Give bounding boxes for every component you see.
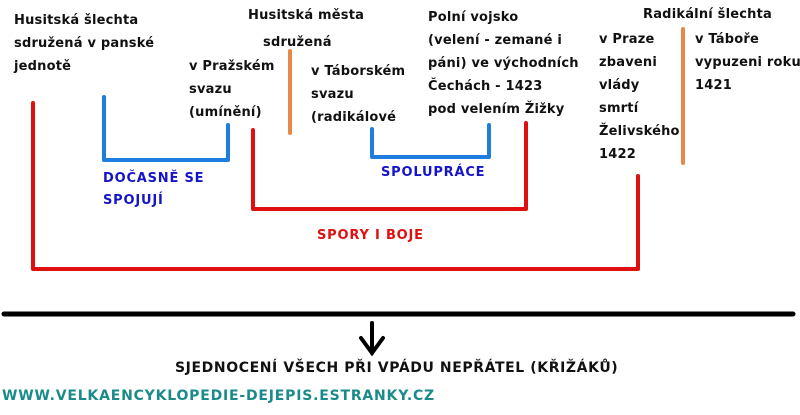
conflict-bracket-inner [251, 121, 528, 211]
field-army-line-3: páni) ve východních [428, 56, 579, 71]
radical-tabor-line-2: vypuzeni roku [695, 55, 800, 70]
field-army-line-1: Polní vojsko [428, 10, 519, 25]
cooperation-label: SPOLUPRÁCE [381, 165, 486, 180]
cooperation-bracket [370, 123, 491, 159]
prague-union-line-1: v Pražském [189, 59, 275, 74]
radical-tabor-line-3: 1421 [695, 78, 732, 93]
towns-title-line2: sdružená [263, 35, 332, 50]
unification-result: SJEDNOCENÍ VŠECH PŘI VPÁDU NEPŘÁTEL (KŘI… [175, 360, 619, 376]
radical-nobility-prague-text: v Praze zbaveni vlády smrtí Želivského 1… [599, 28, 680, 166]
tabor-union-line-2: svazu [311, 87, 354, 102]
noble-union-text: Husitská šlechta sdružená v panské jedno… [14, 9, 154, 78]
field-army-line-4: Čechách - 1423 [428, 79, 543, 94]
website-link[interactable]: WWW.VELKAENCYKLOPEDIE-DEJEPIS.ESTRANKY.C… [2, 388, 435, 404]
radical-prague-line-2: zbaveni [599, 55, 658, 70]
temporary-union-line-2: SPOJUJÍ [103, 193, 164, 208]
towns-title-line1: Husitská města [248, 8, 365, 23]
arrow-down-icon [359, 321, 385, 357]
temporary-union-bracket [102, 95, 230, 162]
noble-union-line-3: jednotě [14, 59, 72, 74]
prague-union-text: v Pražském svazu (umínění) [189, 55, 275, 124]
radical-prague-line-6: 1422 [599, 147, 636, 162]
temporary-union-line-1: DOČASNĚ SE [103, 171, 205, 186]
conflict-bracket-outer [31, 101, 640, 271]
radical-tabor-line-1: v Táboře [695, 32, 760, 47]
noble-union-line-2: sdružená v panské [14, 36, 155, 51]
field-army-line-5: pod velením Žižky [428, 102, 565, 117]
radical-prague-line-4: smrtí [599, 101, 639, 116]
radical-nobility-title: Radikální šlechta [643, 7, 773, 22]
radical-prague-line-5: Želivského [599, 124, 680, 139]
tabor-union-line-3: (radikálové [311, 110, 397, 125]
prague-union-line-2: svazu [189, 82, 232, 97]
radical-prague-line-3: vlády [599, 78, 640, 93]
radical-nobility-tabor-text: v Táboře vypuzeni roku 1421 [695, 28, 800, 97]
tabor-union-text: v Táborském svazu (radikálové [311, 60, 405, 129]
field-army-text: Polní vojsko (velení - zemané i páni) ve… [428, 6, 579, 121]
field-army-line-2: (velení - zemané i [428, 33, 563, 48]
radical-prague-line-1: v Praze [599, 32, 655, 47]
noble-union-line-1: Husitská šlechta [14, 13, 139, 28]
temporary-union-label: DOČASNĚ SE SPOJUJÍ [103, 168, 204, 212]
prague-union-line-3: (umínění) [189, 105, 262, 120]
conflicts-label: SPORY I BOJE [317, 228, 424, 243]
tabor-union-line-1: v Táborském [311, 64, 406, 79]
